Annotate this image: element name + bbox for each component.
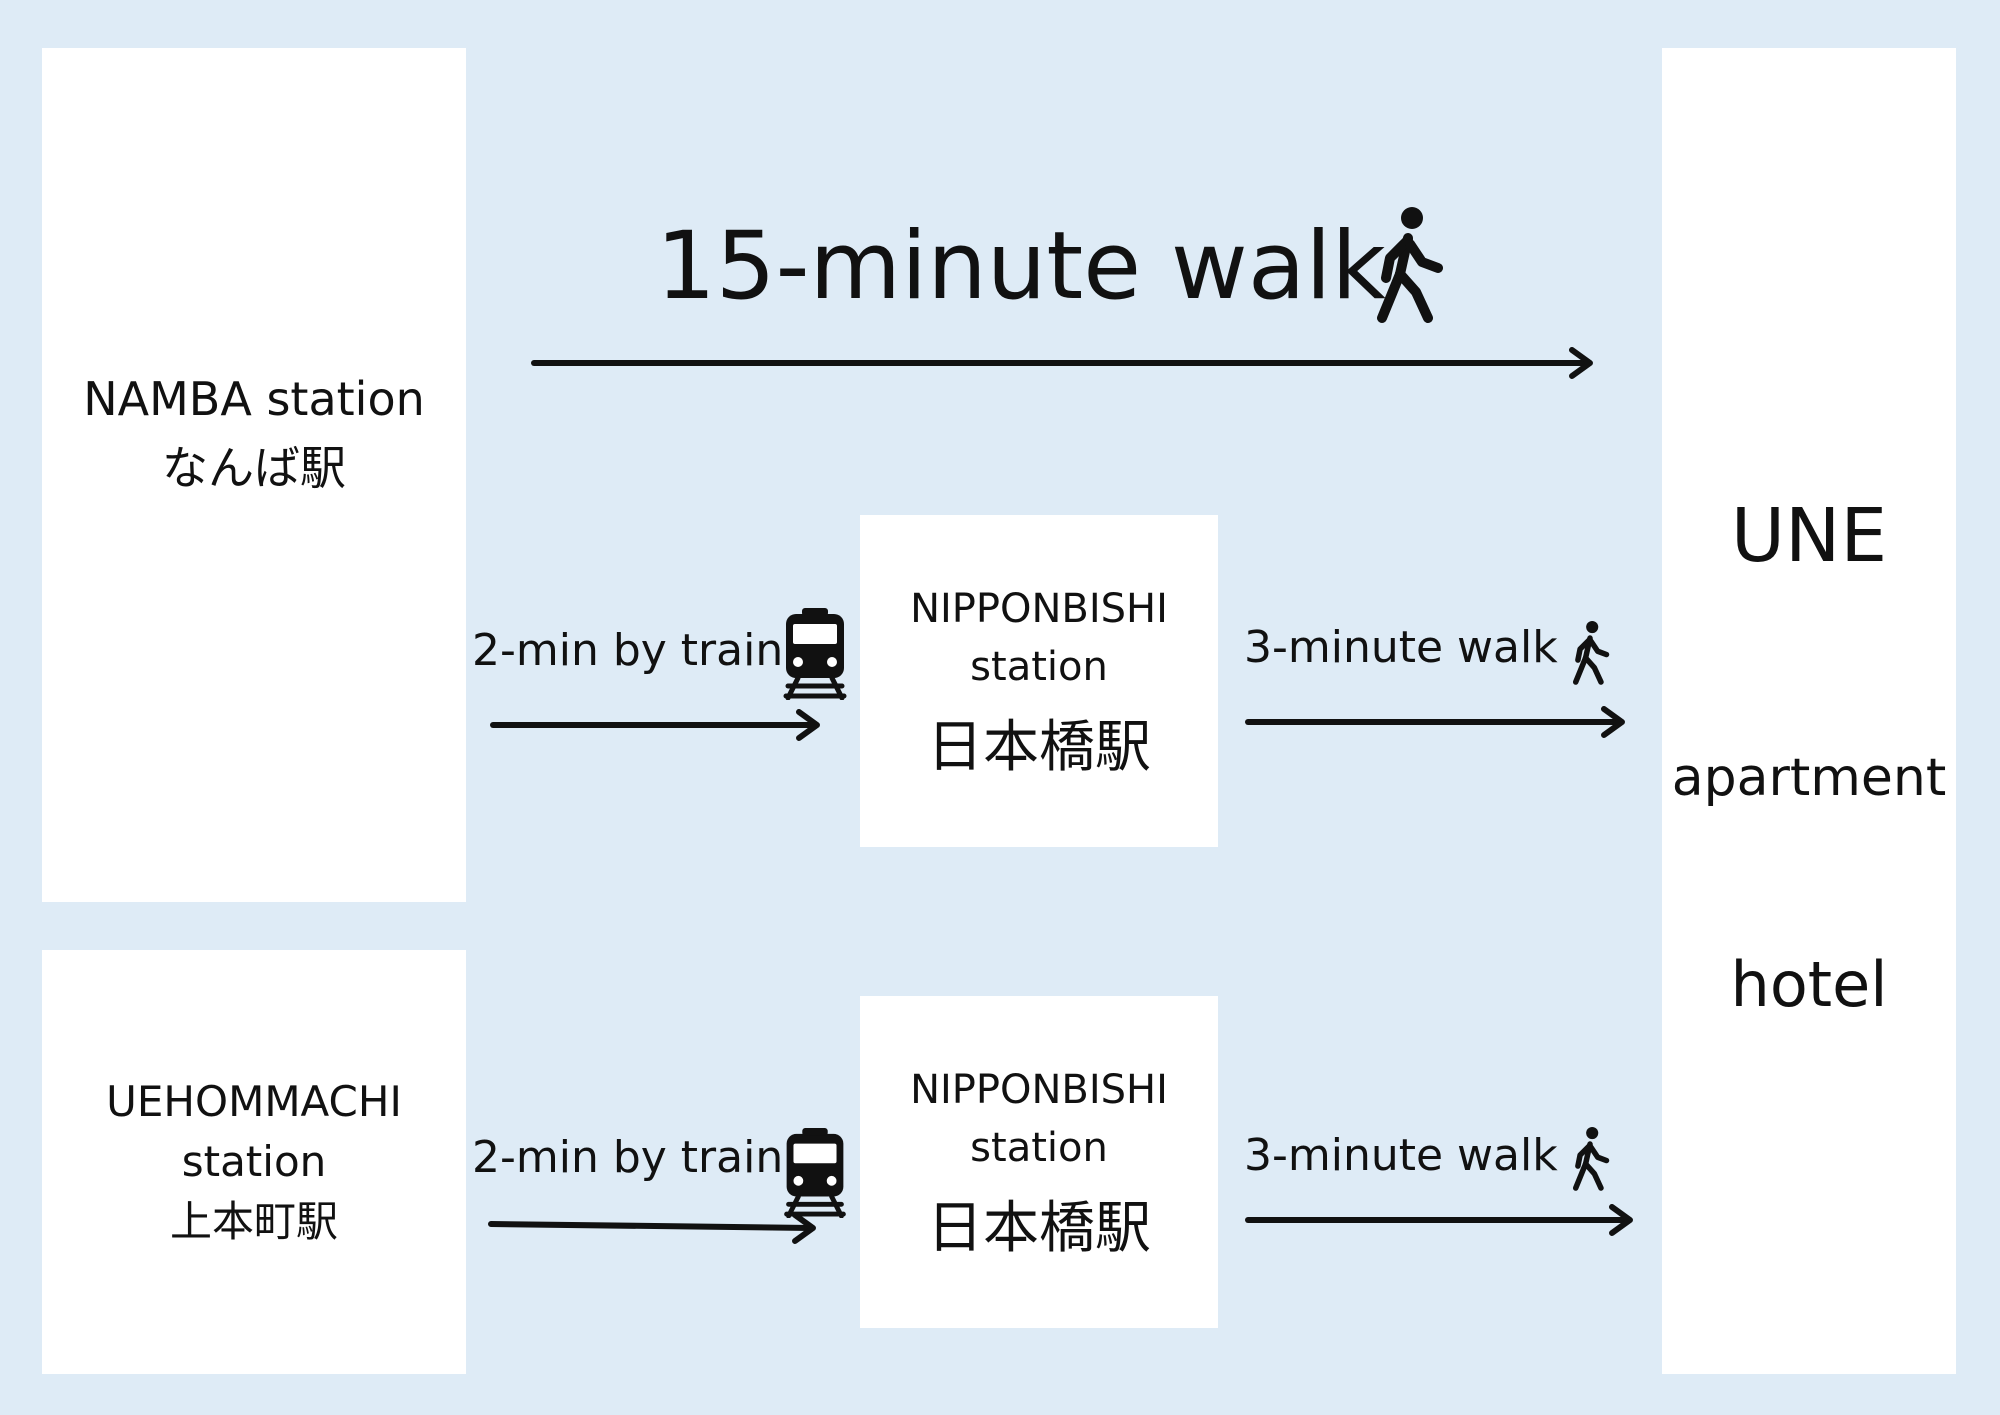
uehommachi-station-box: UEHOMMACHI station 上本町駅 (42, 950, 466, 1374)
une-apartment-hotel-box: UNE apartment hotel (1662, 48, 1956, 1374)
nipponbishi-station-name: NIPPONBISHI (910, 1066, 1168, 1113)
train-icon (784, 1128, 846, 1218)
train-arrow-uehommachi (488, 1212, 816, 1244)
namba-station-box: NAMBA station なんば駅 (42, 48, 466, 902)
nipponbishi-station-name-jp: 日本橋駅 (927, 714, 1151, 780)
namba-station-name: NAMBA station (83, 372, 425, 426)
nipponbishi-station-box: NIPPONBISHI station 日本橋駅 (860, 515, 1218, 847)
uehommachi-station-label: station (181, 1137, 327, 1186)
destination-type-apartment: apartment (1671, 748, 1947, 808)
train-arrow-namba (490, 709, 820, 741)
walk-leg-label: 3-minute walk (1244, 1130, 1558, 1181)
nipponbishi-station-name: NIPPONBISHI (910, 585, 1168, 632)
walk-arrow-top (1245, 706, 1625, 738)
uehommachi-station-name: UEHOMMACHI (106, 1077, 402, 1126)
walking-person-icon (1572, 1127, 1610, 1191)
walking-person-icon (1572, 621, 1610, 685)
walk-arrow-bottom (1245, 1204, 1633, 1236)
train-leg-label: 2-min by train (472, 625, 784, 676)
walk-leg-label: 3-minute walk (1244, 622, 1558, 673)
uehommachi-station-name-jp: 上本町駅 (169, 1197, 338, 1246)
destination-type-hotel: hotel (1730, 948, 1888, 1021)
nipponbishi-station-label: station (970, 1124, 1108, 1171)
nipponbishi-station-name-jp: 日本橋駅 (927, 1195, 1151, 1261)
destination-name: UNE (1730, 493, 1888, 579)
direct-walk-arrow (531, 347, 1593, 379)
train-icon (783, 608, 847, 700)
train-leg-label: 2-min by train (472, 1132, 784, 1183)
nipponbishi-station-label: station (970, 643, 1108, 690)
namba-station-name-jp: なんば駅 (162, 441, 346, 495)
nipponbishi-station-box: NIPPONBISHI station 日本橋駅 (860, 996, 1218, 1328)
walking-person-icon (1377, 207, 1443, 323)
direct-walk-label: 15-minute walk (656, 212, 1386, 321)
